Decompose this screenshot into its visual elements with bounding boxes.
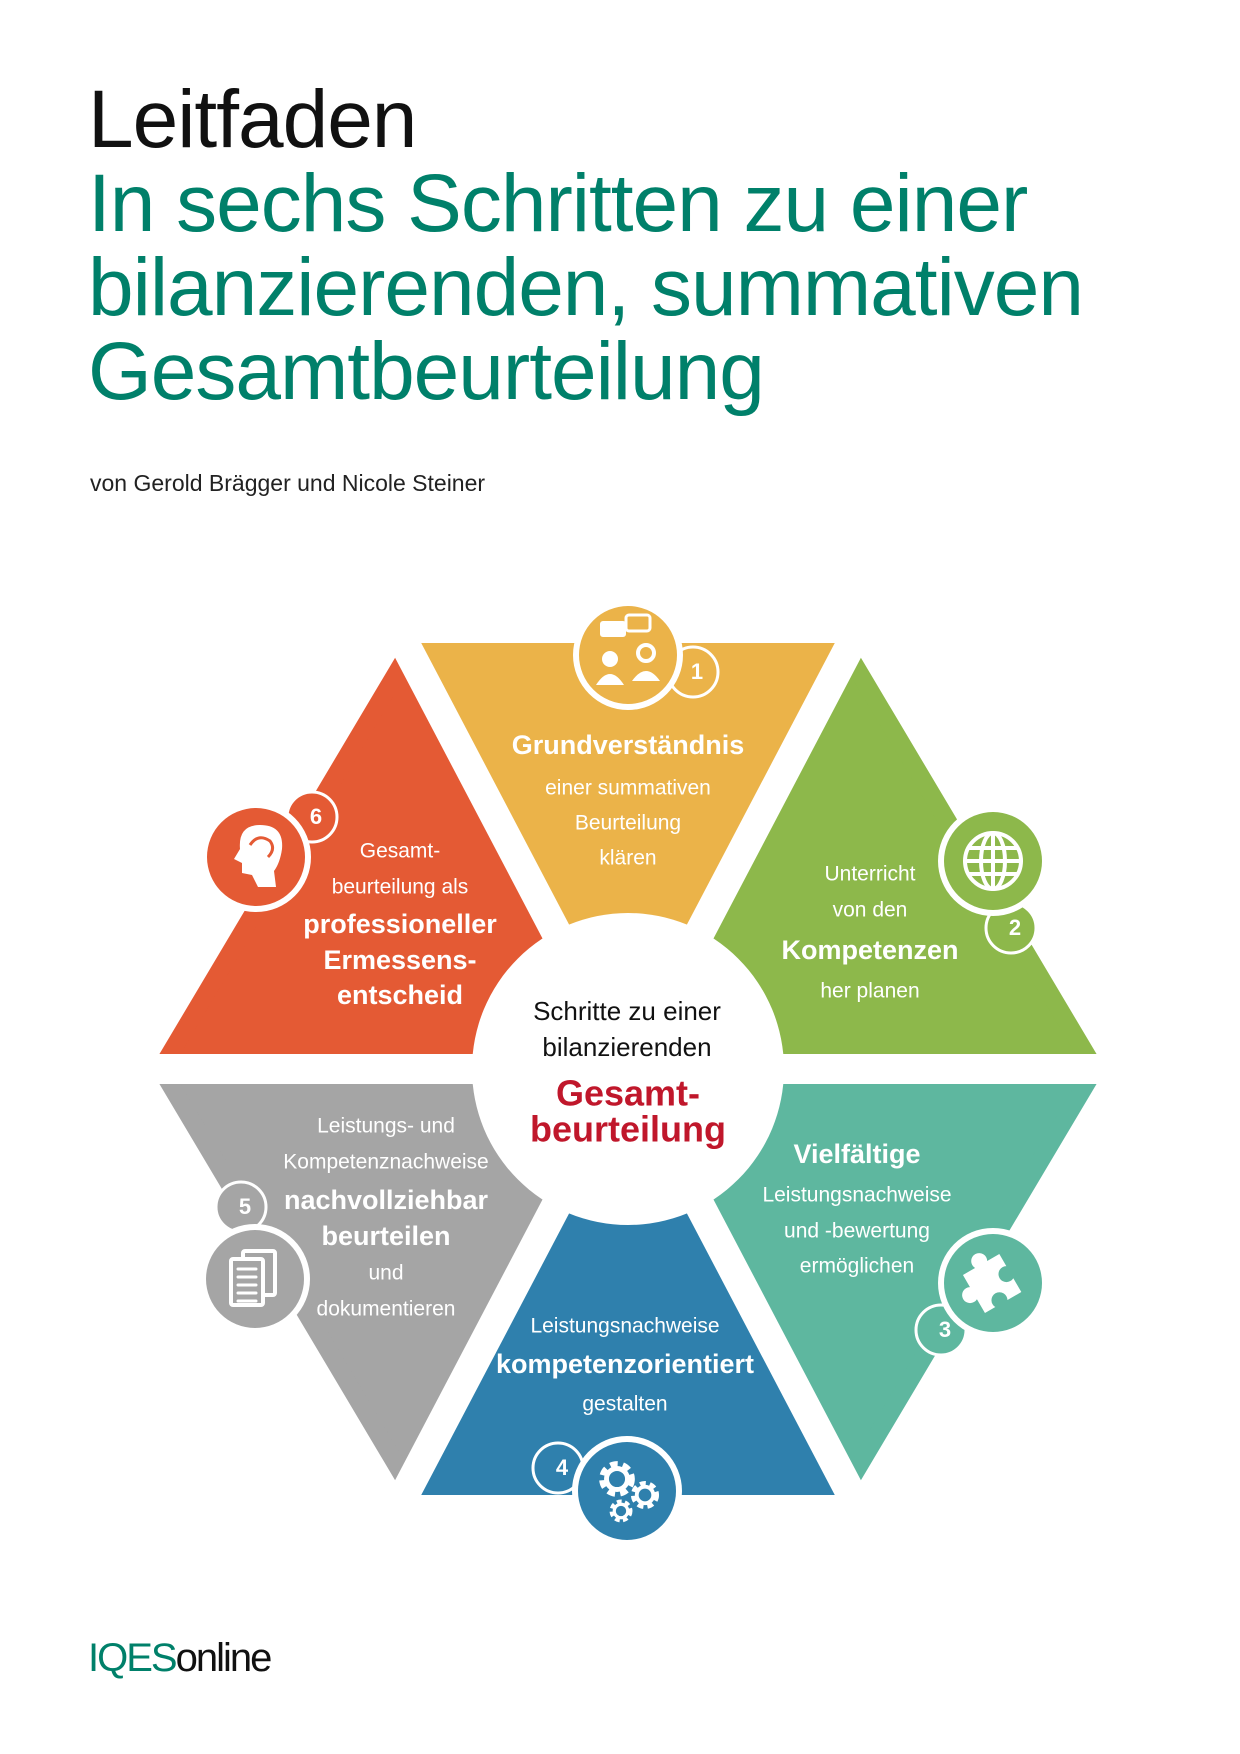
step-5-text: beurteilen	[321, 1221, 450, 1251]
step-5-text: Leistungs- und	[317, 1115, 455, 1138]
step-number: 3	[939, 1317, 951, 1342]
document-title: Leitfaden	[88, 74, 417, 165]
step-6-text: beurteilung als	[332, 876, 469, 899]
subtitle-line: Gesamtbeurteilung	[88, 326, 765, 417]
step-1-badge: 1	[573, 600, 720, 710]
logo-iqes: IQES	[88, 1636, 178, 1680]
step-number: 6	[310, 804, 322, 829]
puzzle-icon	[962, 1253, 1022, 1314]
subtitle-line: In sechs Schritten zu einer	[88, 158, 1028, 249]
authors: von Gerold Brägger und Nicole Steiner	[90, 470, 486, 496]
step-6-badge: 6	[201, 790, 339, 912]
step-2-text: Kompetenzen	[781, 935, 958, 965]
step-4-badge: 4	[531, 1436, 682, 1546]
step-5-badge: 5	[200, 1180, 310, 1334]
step-number: 1	[691, 659, 703, 684]
step-1-text: klären	[599, 847, 656, 870]
step-2-text: von den	[833, 899, 908, 922]
step-3-text: Vielfältige	[793, 1139, 920, 1169]
step-5-text: dokumentieren	[317, 1298, 456, 1321]
center-highlight-text: Gesamt-	[556, 1073, 700, 1114]
center-text: bilanzierenden	[542, 1032, 711, 1062]
step-6-text: professioneller	[303, 909, 497, 939]
center-highlight-text: beurteilung	[530, 1109, 726, 1150]
subtitle-line: bilanzierenden, summativen	[88, 242, 1084, 333]
step-6-text: entscheid	[337, 980, 463, 1010]
head-icon	[234, 825, 283, 887]
step-6-text: Ermessens-	[323, 945, 476, 975]
step-1-text: einer summativen	[545, 777, 711, 800]
globe-icon	[963, 831, 1023, 891]
step-3-text: Leistungsnachweise	[762, 1184, 951, 1207]
step-3-text: und -bewertung	[784, 1220, 930, 1243]
step-6-text: Gesamt-	[360, 840, 441, 863]
step-1-text: Grundverständnis	[512, 730, 745, 760]
step-5-text: nachvollziehbar	[284, 1185, 489, 1215]
step-number: 4	[556, 1455, 569, 1480]
document-subtitle: In sechs Schritten zu einer bilanzierend…	[88, 158, 1084, 417]
step-5-text: Kompetenznachweise	[283, 1151, 488, 1174]
step-3-text: ermöglichen	[800, 1255, 914, 1278]
step-5-text: und	[368, 1262, 403, 1285]
people-chat-icon	[596, 613, 660, 685]
step-1-text: Beurteilung	[575, 812, 681, 835]
step-2-text: her planen	[820, 980, 919, 1003]
step-2-text: Unterricht	[824, 863, 915, 886]
documents-icon	[229, 1249, 277, 1307]
step-number: 2	[1009, 915, 1021, 940]
step-2-badge: 2	[938, 806, 1048, 955]
step-number: 5	[239, 1194, 251, 1219]
logo-online: online	[175, 1636, 273, 1680]
icon-circle	[579, 606, 677, 704]
iqes-online-logo: IQESonline	[88, 1636, 273, 1681]
step-4-text: gestalten	[582, 1393, 667, 1416]
gears-icon	[599, 1461, 660, 1523]
step-4-text: kompetenzorientiert	[496, 1349, 754, 1379]
step-3-badge: 3	[914, 1228, 1048, 1357]
center-circle	[472, 913, 784, 1225]
step-4-text: Leistungsnachweise	[530, 1315, 719, 1338]
center-text: Schritte zu einer	[533, 996, 721, 1026]
